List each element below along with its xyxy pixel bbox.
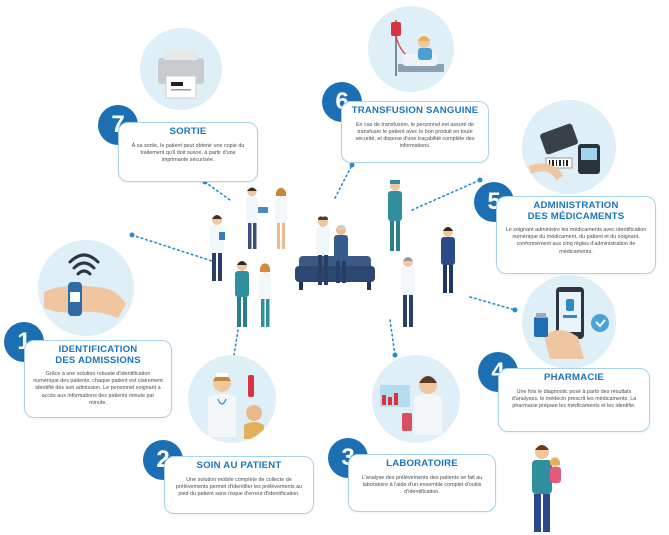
connector-2 <box>231 329 239 369</box>
doctor-figure <box>316 216 330 285</box>
connector-dot-3 <box>392 352 398 358</box>
connector-6 <box>334 164 353 199</box>
connector-5 <box>411 179 481 211</box>
step-5-text: Le soignant administre les médicaments a… <box>505 227 647 255</box>
step-3-card: LABORATOIRE L'analyse des prélèvements d… <box>348 454 496 512</box>
step-2-card: SOIN AU PATIENT Une solution mobile comp… <box>164 456 314 514</box>
printer-icon <box>140 28 222 110</box>
step-7-card: SORTIE À sa sortie, le patient peut obte… <box>118 122 258 182</box>
step-5-title-line2: DES MÉDICAMENTS <box>527 210 625 222</box>
step-4-text: Une fois le diagnostic posé à partir des… <box>511 388 637 409</box>
caregivers-figures <box>235 261 271 327</box>
connector-dot-6 <box>349 162 355 168</box>
handover-figures <box>246 187 287 249</box>
smartphone-pharmacy-icon <box>522 275 616 369</box>
step-6-text: En cas de transfusion, le personnel est … <box>355 121 475 150</box>
barcode-scanner-icon <box>522 100 616 194</box>
businessman-figure <box>441 227 455 293</box>
step-1-title-line1: IDENTIFICATION <box>58 344 138 355</box>
step-2-text: Une solution mobile complète de collecte… <box>175 476 303 497</box>
step-6-title: TRANSFUSION SANGUINE <box>351 105 479 116</box>
connector-dot-4 <box>512 307 518 313</box>
step-2-title: SOIN AU PATIENT <box>196 460 282 471</box>
step-4-card: PHARMACIE Une fois le diagnostic posé à … <box>498 368 650 432</box>
connector-3 <box>389 319 396 356</box>
step-3-text: L'analyse des prélèvements des patients … <box>361 474 483 495</box>
patient-transfusion-icon <box>368 6 454 92</box>
surgeon-figure <box>388 180 402 251</box>
step-7-title: SORTIE <box>169 126 207 137</box>
wristband-scan-icon <box>38 240 134 336</box>
connector-4 <box>469 296 516 311</box>
step-5-title-line1: ADMINISTRATION <box>533 200 619 211</box>
step-6-card: TRANSFUSION SANGUINE En cas de transfusi… <box>341 101 489 163</box>
central-scene <box>210 180 455 327</box>
patient-figure <box>334 225 348 283</box>
lab-tech-figure <box>401 257 415 327</box>
couch-icon <box>295 256 375 290</box>
connector-7 <box>204 181 231 201</box>
nurse-blood-sample-icon <box>188 355 276 443</box>
connector-dot-1 <box>129 232 135 238</box>
doctor-clipboard-figure <box>210 215 225 281</box>
step-1-title-line2: DES ADMISSIONS <box>55 354 141 366</box>
connector-dot-5 <box>477 177 483 183</box>
step-3-title: LABORATOIRE <box>386 458 458 469</box>
lab-technician-icon <box>372 355 460 443</box>
step-7-text: À sa sortie, le patient peut obtenir une… <box>131 142 245 163</box>
step-4-title: PHARMACIE <box>544 372 604 383</box>
father-child-figure <box>532 445 561 532</box>
step-1-text: Grâce à une solution robuste d'identific… <box>33 371 163 406</box>
connector-1 <box>131 234 216 263</box>
